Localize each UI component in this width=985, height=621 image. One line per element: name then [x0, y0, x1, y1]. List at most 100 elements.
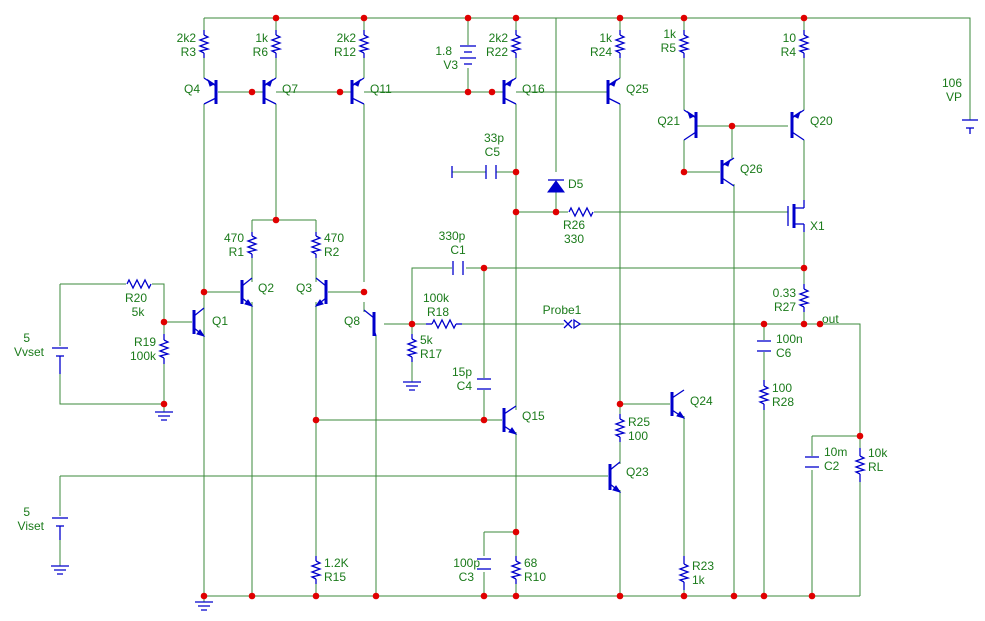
label-Q2: Q2 — [258, 281, 274, 295]
resistor-R1 — [247, 232, 257, 258]
label-RL-ref: RL — [868, 460, 884, 474]
transistor-Q20 — [790, 109, 805, 141]
resistor-R19 — [159, 334, 169, 364]
label-R27-value: 0.33 — [773, 286, 797, 300]
label-Q8: Q8 — [344, 314, 360, 328]
capacitor-C5 — [451, 165, 497, 179]
transistor-Q16 — [502, 77, 517, 105]
label-C5-value: 33p — [484, 131, 504, 145]
label-R2-value: 470 — [324, 231, 344, 245]
label-Q24: Q24 — [690, 394, 713, 408]
label-R24-value: 1k — [599, 31, 613, 45]
label-C5-ref: C5 — [485, 145, 501, 159]
label-V3-value: 1.8 — [435, 44, 452, 58]
label-C2-value: 10m — [824, 445, 847, 459]
transistor-Q26 — [720, 157, 735, 187]
label-R2-ref: R2 — [324, 245, 340, 259]
resistor-R6 — [271, 30, 281, 58]
label-R6-value: 1k — [255, 31, 269, 45]
label-R25-ref: R25 — [628, 415, 650, 429]
resistor-RL — [855, 448, 865, 482]
label-R19-value: 100k — [130, 349, 157, 363]
label-C4-value: 15p — [452, 365, 472, 379]
label-Q16: Q16 — [522, 82, 545, 96]
label-R1-value: 470 — [224, 231, 244, 245]
label-R18-value: 100k — [423, 291, 450, 305]
label-V3-ref: V3 — [443, 58, 458, 72]
resistor-R20 — [126, 279, 152, 289]
label-C6-value: 100n — [776, 332, 803, 346]
label-R3-value: 2k2 — [177, 31, 197, 45]
resistor-R3 — [199, 30, 209, 58]
junction-dots — [160, 14, 864, 600]
label-R1-ref: R1 — [229, 245, 245, 259]
label-R3-ref: R3 — [181, 45, 197, 59]
label-R10-ref: R10 — [524, 570, 546, 584]
label-Q7: Q7 — [282, 82, 298, 96]
resistor-R10 — [511, 556, 521, 584]
label-R24-ref: R24 — [590, 45, 612, 59]
transistor-Q25 — [606, 77, 621, 105]
label-X1: X1 — [810, 219, 825, 233]
label-D5: D5 — [568, 177, 584, 191]
resistor-R5 — [679, 30, 689, 58]
resistor-R23 — [679, 556, 689, 590]
label-C3-ref: C3 — [459, 570, 475, 584]
transistor-Q4 — [203, 77, 218, 105]
label-RL-value: 10k — [868, 446, 888, 460]
label-R18-ref: R18 — [427, 305, 449, 319]
label-Viset-value: 5 — [23, 505, 30, 519]
resistor-R12 — [359, 30, 369, 58]
label-R10-value: 68 — [524, 556, 538, 570]
resistor-R15 — [311, 556, 321, 584]
label-Vvset-ref: Vvset — [14, 345, 45, 359]
transistor-Q7 — [262, 77, 277, 105]
wires — [59, 17, 971, 597]
transistor-Q1 — [192, 307, 206, 337]
resistor-R17 — [407, 334, 417, 362]
transistor-Q24 — [670, 389, 686, 419]
label-R17-ref: R17 — [420, 347, 442, 361]
label-R27-ref: R27 — [774, 300, 796, 314]
source-Vvset — [52, 347, 68, 374]
transistor-Q21 — [683, 109, 698, 141]
label-C3-value: 100p — [453, 556, 480, 570]
label-R4-value: 10 — [783, 31, 797, 45]
resistor-R18 — [426, 319, 462, 329]
resistor-R26 — [568, 207, 594, 217]
resistor-R28 — [759, 380, 769, 410]
label-VP-ref: VP — [946, 90, 962, 104]
label-R26-value: 330 — [564, 232, 584, 246]
transistor-Q15 — [502, 405, 518, 435]
resistor-R27 — [799, 284, 809, 312]
label-R19-ref: R19 — [134, 335, 156, 349]
label-R23-value: 1k — [692, 573, 706, 587]
label-C6-ref: C6 — [776, 346, 792, 360]
label-Q4: Q4 — [184, 82, 200, 96]
source-VP — [962, 119, 978, 134]
label-R15-ref: R15 — [324, 570, 346, 584]
label-R22-ref: R22 — [486, 45, 508, 59]
label-C4-ref: C4 — [457, 379, 473, 393]
label-R20-value: 5k — [132, 305, 146, 319]
label-C2-ref: C2 — [824, 459, 840, 473]
label-Viset-ref: Viset — [18, 519, 45, 533]
label-R23-ref: R23 — [692, 559, 714, 573]
capacitor-C3 — [477, 558, 491, 570]
label-Q23: Q23 — [626, 465, 649, 479]
label-R6-ref: R6 — [253, 45, 269, 59]
resistor-R25 — [615, 414, 625, 442]
label-R5-ref: R5 — [661, 41, 677, 55]
transistor-Q11 — [350, 77, 365, 105]
transistor-Q2 — [240, 277, 254, 307]
resistor-R4 — [799, 30, 809, 58]
capacitor-C4 — [477, 378, 491, 390]
label-R26-ref: R26 — [563, 218, 585, 232]
label-Q3: Q3 — [296, 281, 312, 295]
label-probe: Probe1 — [543, 303, 582, 317]
label-R5-value: 1k — [663, 27, 677, 41]
label-Q20: Q20 — [810, 114, 833, 128]
label-R25-value: 100 — [628, 429, 648, 443]
label-R22-value: 2k2 — [489, 31, 509, 45]
